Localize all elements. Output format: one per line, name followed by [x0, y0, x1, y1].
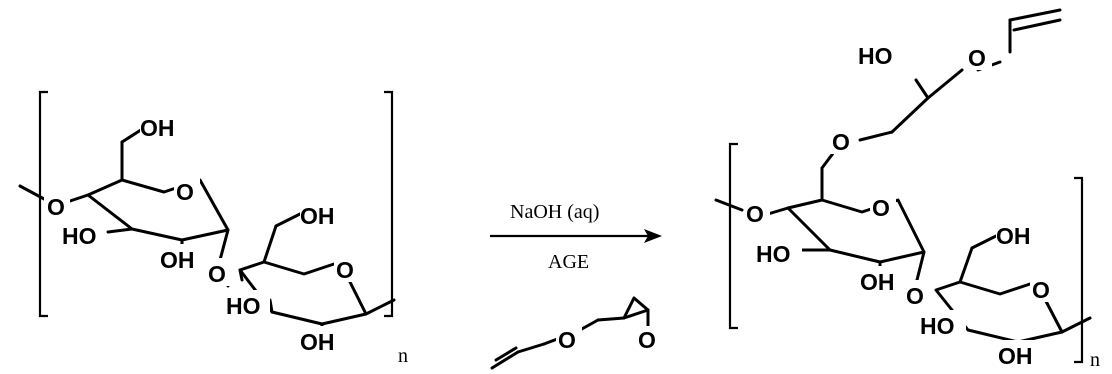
- ring-oxygen-label: O: [176, 179, 194, 205]
- glucose-ring-2: [934, 280, 1064, 344]
- bond: [890, 96, 930, 134]
- bond: [262, 224, 278, 264]
- hydroxyl-label: OH: [160, 247, 195, 273]
- bond: [218, 228, 230, 262]
- glucose-ring-1: [786, 198, 926, 264]
- reagent-top-label: NaOH (aq): [510, 201, 599, 223]
- right-bracket: [384, 90, 394, 318]
- reagent-bottom-label: AGE: [548, 251, 589, 273]
- ether-oxygen-label: O: [968, 45, 986, 71]
- glycosidic-oxygen-label: O: [746, 201, 764, 227]
- left-bracket: [38, 90, 48, 318]
- repeat-count-label: n: [398, 345, 408, 367]
- bond: [490, 350, 520, 370]
- hydroxyl-label: HO: [62, 223, 97, 249]
- hydroxyl-label: OH: [300, 329, 335, 355]
- ether-oxygen-label: O: [558, 327, 576, 353]
- right-bracket: [1074, 176, 1084, 364]
- hydroxyl-label: OH: [860, 269, 895, 295]
- bond: [926, 68, 964, 100]
- epoxide-oxygen-label: O: [638, 327, 656, 353]
- hydroxyl-label: HO: [920, 313, 955, 339]
- ring-oxygen-label: O: [872, 195, 890, 221]
- glucose-ring-1: [86, 178, 230, 242]
- allyl-ether-side-chain: [820, 8, 1062, 202]
- atom-labels: HO O O O O HO OH O OH O HO OH: [744, 40, 1056, 369]
- reactant-polysaccharide: n O OH O HO OH: [18, 90, 408, 367]
- allyl-glycidyl-ether-structure: O O: [490, 296, 662, 370]
- reaction-arrow-group: NaOH (aq) AGE O O: [490, 201, 662, 370]
- hydroxyl-label: HO: [858, 43, 893, 69]
- hydroxyl-label: OH: [996, 223, 1031, 249]
- hydroxyl-label: OH: [140, 115, 175, 141]
- hydroxyl-label: OH: [998, 343, 1033, 369]
- bond: [970, 234, 998, 250]
- repeat-count-label: n: [1090, 349, 1100, 371]
- bond: [274, 212, 302, 228]
- bond: [18, 184, 48, 202]
- bond: [364, 298, 396, 316]
- bond: [1012, 18, 1062, 32]
- glycosidic-oxygen-label: O: [208, 261, 226, 287]
- glucose-ring-2: [238, 260, 368, 326]
- bond: [714, 198, 744, 212]
- product-polysaccharide: n HO O: [714, 8, 1100, 371]
- bond: [858, 130, 894, 142]
- bond: [596, 316, 626, 322]
- hydroxyl-label: HO: [756, 241, 791, 267]
- epoxide-ring: [622, 296, 650, 320]
- hydroxyl-label: OH: [300, 203, 335, 229]
- glycosidic-oxygen-label: O: [906, 283, 924, 309]
- ring-oxygen-label: O: [336, 257, 354, 283]
- bond: [820, 150, 836, 170]
- ring-oxygen-label: O: [1032, 277, 1050, 303]
- bond: [516, 342, 546, 354]
- bond: [914, 250, 926, 286]
- glycosidic-oxygen-label: O: [47, 194, 65, 220]
- bond: [914, 78, 930, 100]
- bond: [958, 246, 974, 284]
- ether-oxygen-label: O: [832, 129, 850, 155]
- hydroxyl-label: HO: [226, 293, 261, 319]
- bond: [238, 268, 244, 282]
- atom-labels: O OH O HO OH O OH O HO OH: [44, 112, 360, 355]
- reaction-arrow-head-icon: [644, 229, 662, 243]
- bond: [268, 298, 274, 314]
- bond: [766, 206, 790, 216]
- left-bracket: [728, 142, 738, 330]
- bond: [578, 318, 600, 332]
- bond: [106, 227, 134, 234]
- bond: [1060, 316, 1092, 334]
- bond: [1008, 8, 1062, 22]
- bond: [494, 346, 518, 362]
